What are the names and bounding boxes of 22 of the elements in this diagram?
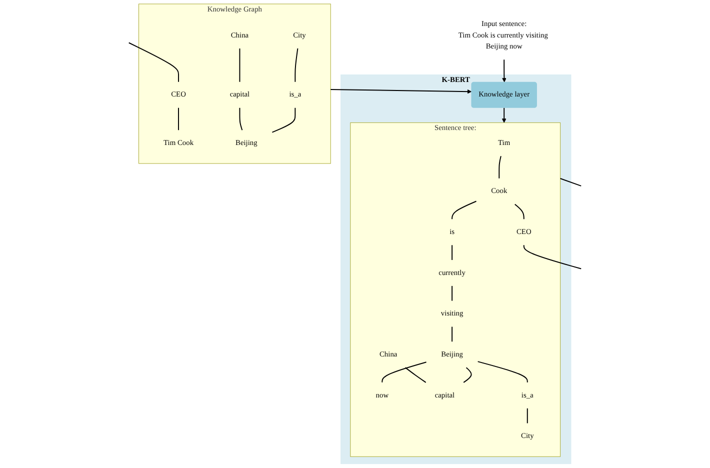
connector (404, 367, 426, 383)
connector (526, 408, 528, 424)
connector (272, 107, 296, 133)
connector (239, 48, 240, 82)
arrow (330, 89, 472, 94)
connector (178, 107, 179, 131)
connector (523, 244, 582, 270)
connector (452, 200, 477, 220)
connector (452, 326, 453, 342)
connector (463, 367, 472, 383)
connector (382, 362, 427, 383)
connector (477, 361, 528, 383)
arrow (502, 107, 506, 123)
connector (560, 178, 582, 186)
connector (452, 244, 453, 260)
connector (514, 204, 524, 220)
connector (239, 107, 243, 131)
connector (294, 48, 298, 82)
connector (128, 42, 179, 82)
arrow (502, 59, 506, 82)
connector (452, 285, 453, 302)
connector (498, 156, 502, 179)
